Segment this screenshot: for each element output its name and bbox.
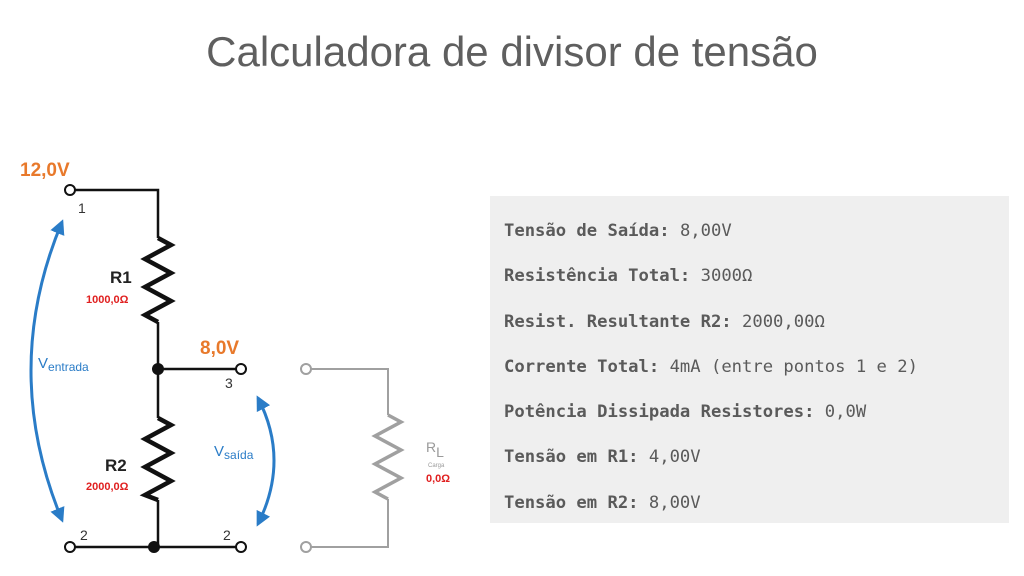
r1-value: 1000,0Ω — [86, 294, 129, 306]
v-output-label: Vsaída — [214, 443, 254, 462]
result-value: 8,00V — [679, 221, 732, 241]
page-title: Calculadora de divisor de tensão — [206, 28, 818, 75]
resistor-r2 — [139, 416, 176, 503]
results-panel: Tensão de Saída: 8,00V Resistência Total… — [490, 196, 1009, 523]
result-label: Resist. Resultante R2: — [504, 311, 732, 332]
result-value: 3000Ω — [700, 266, 753, 287]
result-value: 2000,00Ω — [742, 311, 825, 332]
result-label: Resistência Total: — [504, 266, 691, 287]
result-power-dissipated: Potência Dissipada Resistores: 0,0W — [504, 396, 1009, 441]
result-value: 0,0W — [824, 402, 867, 423]
result-voltage-r1: Tensão em R1: 4,00V — [504, 441, 1009, 486]
result-voltage-r2: Tensão em R2: 8,00V — [504, 487, 1009, 532]
load-terminal-top — [300, 363, 312, 375]
node-2-right-label: 2 — [223, 527, 231, 543]
result-label: Corrente Total: — [504, 356, 660, 377]
junction-dot-bottom — [148, 541, 160, 553]
result-value: 4mA (entre pontos 1 e 2) — [669, 356, 918, 377]
terminal-2-right — [235, 541, 247, 553]
input-voltage-label: 12,0V — [20, 160, 70, 181]
terminal-3 — [235, 363, 247, 375]
r2-name: R2 — [105, 456, 127, 475]
node-2-left-label: 2 — [80, 527, 88, 543]
result-output-voltage: Tensão de Saída: 8,00V — [504, 215, 1009, 260]
load-note: Carga — [428, 463, 445, 469]
load-value: 0,0Ω — [426, 473, 450, 485]
terminal-1 — [64, 184, 76, 196]
result-value: 8,00V — [648, 492, 701, 513]
node-3-label: 3 — [225, 375, 233, 391]
terminal-2-left — [64, 541, 76, 553]
output-voltage-label: 8,0V — [200, 338, 239, 359]
node-1-label: 1 — [78, 200, 86, 216]
result-label: Tensão em R2: — [504, 492, 639, 513]
result-total-current: Corrente Total: 4mA (entre pontos 1 e 2) — [504, 351, 1009, 396]
result-label: Tensão em R1: — [504, 447, 639, 468]
load-circuit — [311, 368, 405, 548]
result-label: Tensão de Saída: — [504, 221, 670, 241]
voltage-divider-circuit: 12,0V 8,0V 1 2 3 2 R1 1000,0Ω R2 2000,0Ω… — [20, 160, 450, 553]
result-value: 4,00V — [648, 447, 701, 468]
r2-value: 2000,0Ω — [86, 481, 129, 493]
resistor-r1 — [140, 236, 176, 324]
result-label: Potência Dissipada Resistores: — [504, 402, 815, 423]
r1-name: R1 — [110, 268, 132, 287]
result-total-resistance: Resistência Total: 3000Ω — [504, 260, 1009, 305]
load-terminal-bottom — [300, 541, 312, 553]
junction-dot-top — [152, 363, 164, 375]
v-input-label: Ventrada — [38, 355, 89, 374]
load-name: RL — [426, 439, 444, 460]
input-voltage-arrow — [29, 219, 65, 523]
result-r2-resultant: Resist. Resultante R2: 2000,00Ω — [504, 306, 1009, 351]
output-voltage-arrow — [256, 395, 276, 527]
